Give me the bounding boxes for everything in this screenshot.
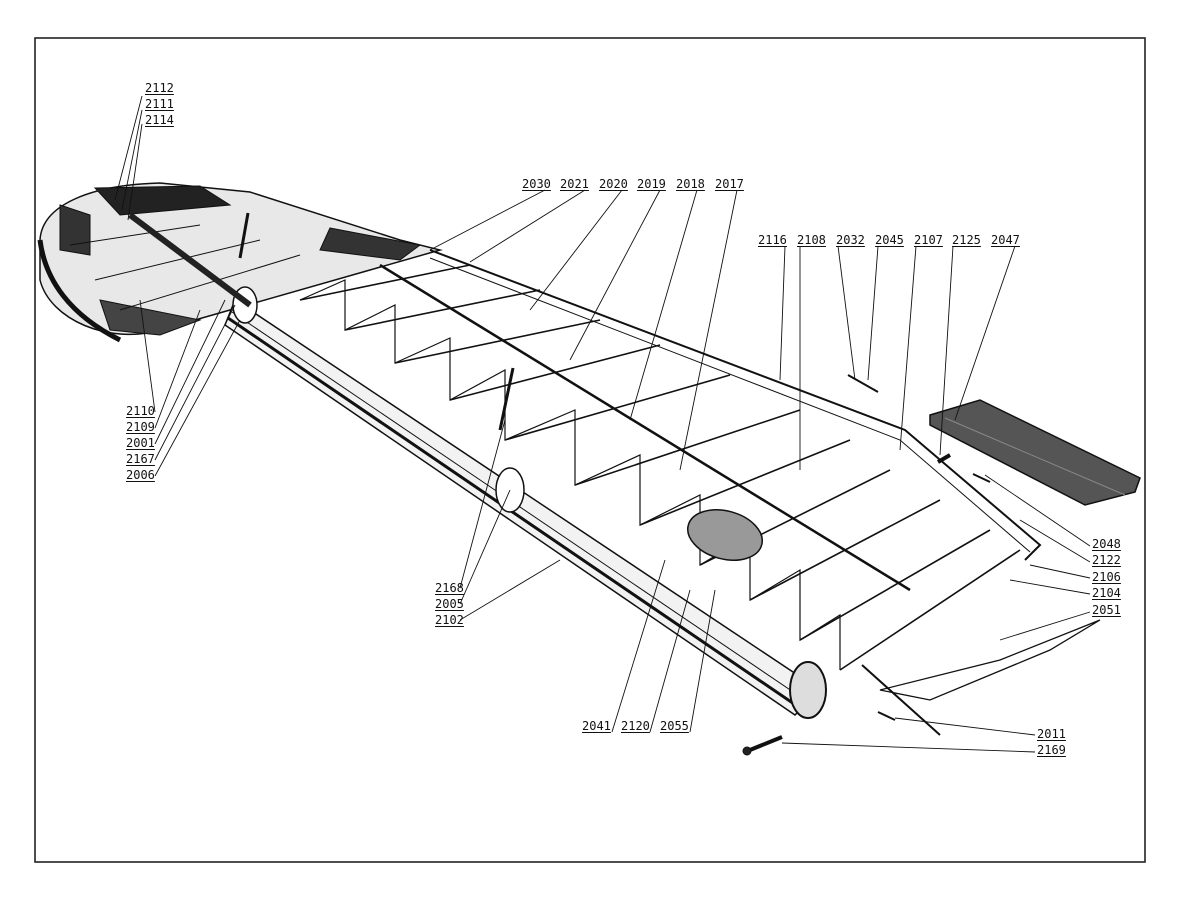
part-label: 2102: [435, 613, 464, 627]
part-label: 2116: [758, 233, 787, 247]
access-cover: [687, 509, 763, 561]
part-label: 2111: [145, 97, 174, 111]
part-label: 2110: [126, 404, 155, 418]
part-label: 2055: [660, 719, 689, 733]
part-label: 2107: [914, 233, 943, 247]
part-label: 2032: [836, 233, 865, 247]
part-label: 2021: [560, 177, 589, 191]
part-label: 2104: [1092, 586, 1121, 600]
part-label: 2169: [1037, 743, 1066, 757]
part-label: 2020: [599, 177, 628, 191]
trailing-edge-panel: [879, 619, 1101, 701]
part-label: 2030: [522, 177, 551, 191]
part-label: 2018: [676, 177, 705, 191]
part-label: 2048: [1092, 537, 1121, 551]
part-label: 2112: [145, 81, 174, 95]
part-label: 2114: [145, 113, 174, 127]
page-frame: [34, 37, 1146, 863]
part-label: 2041: [582, 719, 611, 733]
part-label: 2006: [126, 468, 155, 482]
fasteners: [238, 212, 991, 756]
part-label: 2120: [621, 719, 650, 733]
part-label: 2045: [875, 233, 904, 247]
part-label: 2168: [435, 581, 464, 595]
part-label: 2108: [797, 233, 826, 247]
part-label: 2005: [435, 597, 464, 611]
part-label: 2011: [1037, 727, 1066, 741]
part-label: 2019: [637, 177, 666, 191]
part-label: 2001: [126, 436, 155, 450]
part-label: 2109: [126, 420, 155, 434]
wing-ribs: [299, 263, 1021, 671]
main-spar: [128, 212, 827, 719]
part-label: 2122: [1092, 553, 1121, 567]
part-label: 2125: [952, 233, 981, 247]
part-label: 2106: [1092, 570, 1121, 584]
part-label: 2167: [126, 452, 155, 466]
rear-spar: [429, 249, 1042, 561]
part-label: 2051: [1092, 603, 1121, 617]
leader-lines: [114, 95, 1091, 753]
part-label: 2047: [991, 233, 1020, 247]
aileron: [929, 399, 1141, 506]
part-label: 2017: [715, 177, 744, 191]
